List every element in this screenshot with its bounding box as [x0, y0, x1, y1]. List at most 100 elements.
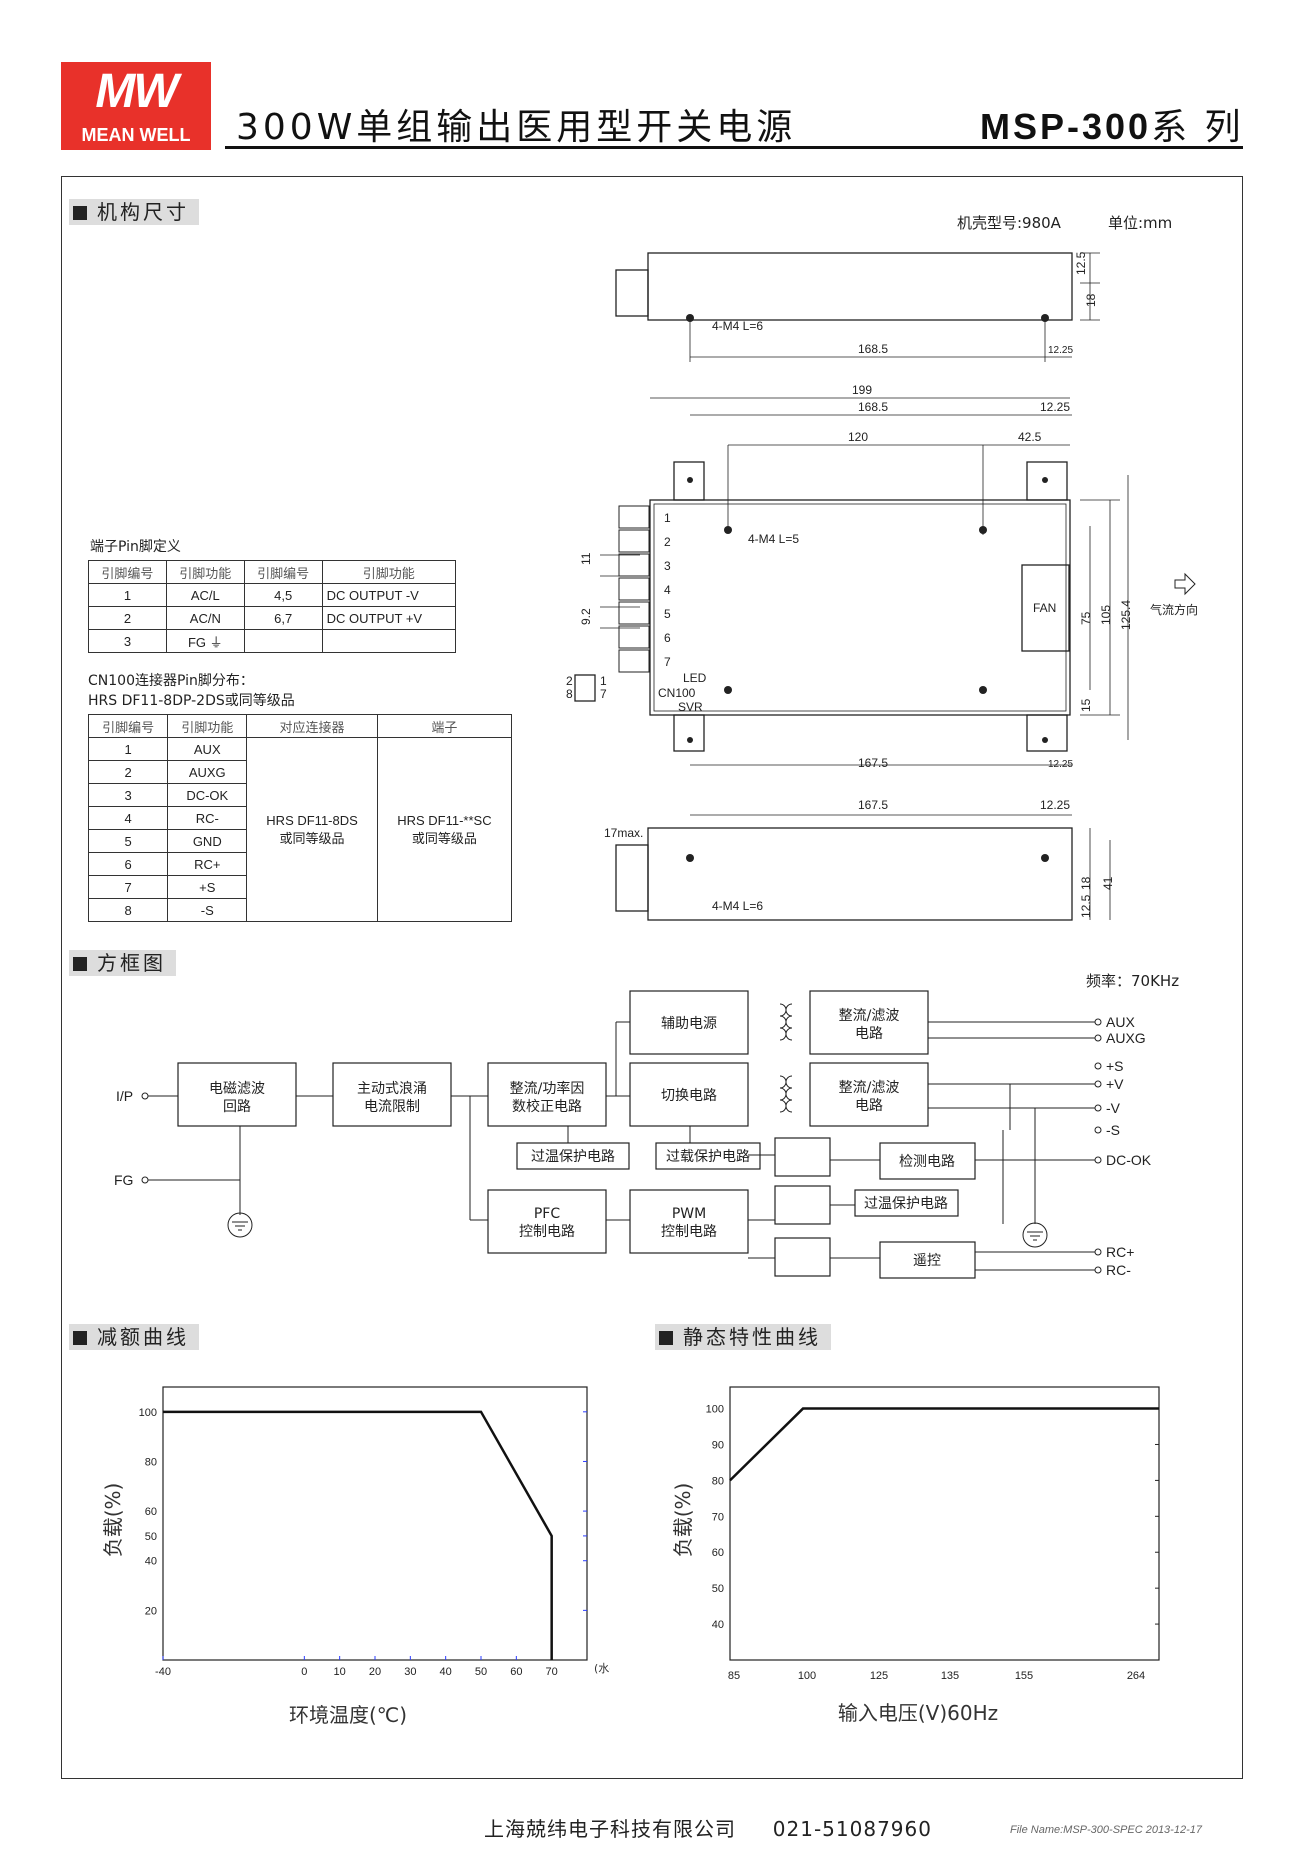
rect-filter-b-block [809, 1062, 929, 1127]
auxg-label: AUXG [1106, 1030, 1146, 1046]
derating-y-tick: 80 [145, 1456, 157, 1468]
rect-b-label-1: 整流/滤波 [839, 1080, 900, 1096]
logo-text: MEAN WELL [81, 125, 191, 145]
dim-18a: 18 [1084, 293, 1098, 307]
static-x-tick: 125 [870, 1670, 888, 1682]
dim-9-2: 9.2 [579, 608, 593, 625]
optocoupler-2 [774, 1185, 831, 1225]
footer-company: 上海兢纬电子科技有限公司 021-51087960 [484, 1817, 932, 1841]
derating-x-tick: 70 [546, 1666, 558, 1678]
emi-filter-block [177, 1062, 297, 1127]
dim-120: 120 [848, 430, 868, 444]
document-title: 300W单组输出医用型开关电源 [236, 107, 797, 148]
derating-y-tick: 20 [145, 1605, 157, 1617]
otp2-block [854, 1189, 959, 1217]
x-extra-label: (水平) [594, 1662, 610, 1675]
dim-12-25a: 12.25 [1048, 345, 1073, 356]
terminal-7: 7 [664, 655, 671, 669]
series-title: MSP-300系 列 [980, 98, 1244, 150]
derating-y-tick: 100 [139, 1407, 157, 1419]
static-y-tick: 40 [712, 1619, 724, 1631]
aux-ps-label: 辅助电源 [661, 1016, 717, 1032]
static-y-tick: 50 [712, 1583, 724, 1595]
static-x-tick: 100 [798, 1670, 816, 1682]
ip-label: I/P [116, 1088, 133, 1104]
cn-pin-1: 1 [600, 674, 607, 688]
derating-plot-area [162, 1386, 588, 1661]
dim-m4-mid: 4-M4 L=5 [748, 532, 799, 546]
mechanical-drawing: 12.5 18 4-M4 L=6 168.5 12.25 199 168.5 1… [566, 251, 1198, 921]
dc-ok-label: DC-OK [1106, 1152, 1152, 1168]
dim-199: 199 [852, 383, 872, 397]
static-y-tick: 70 [712, 1511, 724, 1523]
pfc-rectifier-block [487, 1062, 607, 1127]
dim-17max: 17max. [604, 826, 643, 840]
static-y-axis-label: 负载(%) [671, 1483, 695, 1558]
cn100-connector [574, 674, 596, 702]
cn-pin-2: 2 [566, 674, 573, 688]
content-frame [61, 176, 1243, 1779]
mean-well-logo: MW MEAN WELL [61, 62, 211, 150]
derating-x-tick: 60 [510, 1666, 522, 1678]
frequency-label: 频率：70KHz [1086, 972, 1180, 990]
dim-105: 105 [1099, 605, 1113, 625]
rect-b-label-2: 电路 [855, 1098, 883, 1114]
led-label: LED [683, 671, 707, 685]
dim-167-5a: 167.5 [858, 756, 888, 770]
derating-x-axis-label: 环境温度(℃) [289, 1703, 407, 1727]
minus-s-label: -S [1106, 1122, 1120, 1138]
series-model: MSP-300 [980, 106, 1152, 147]
header-rule [225, 146, 1243, 149]
cn100-label: CN100 [658, 686, 696, 700]
cn-pin-8: 8 [566, 687, 573, 701]
dim-125-4: 125.4 [1119, 600, 1133, 630]
static-y-tick: 100 [706, 1404, 724, 1416]
otp2-label: 过温保护电路 [864, 1196, 948, 1212]
section-mechanical: 机构尺寸 [69, 199, 199, 225]
emi-label-1: 电磁滤波 [209, 1081, 265, 1097]
optocoupler-1 [774, 1137, 831, 1177]
terminal-5: 5 [664, 607, 671, 621]
fg-label: FG [114, 1172, 133, 1188]
detect-label: 检测电路 [899, 1154, 955, 1170]
remote-label: 遥控 [913, 1253, 941, 1269]
airflow-label: 气流方向 [1150, 602, 1198, 617]
static-x-tick: 85 [728, 1670, 740, 1682]
block-diagram: 电磁滤波 回路 主动式浪涌 电流限制 整流/功率因 数校正电路 辅助电源 切换电… [114, 990, 1152, 1279]
terminal-3: 3 [664, 559, 671, 573]
section-mechanical-label: 机构尺寸 [97, 200, 189, 224]
rect-a-label-1: 整流/滤波 [839, 1008, 900, 1024]
section-static: 静态特性曲线 [655, 1324, 831, 1350]
cn100-table-title-2: HRS DF11-8DP-2DS或同等级品 [88, 693, 295, 709]
pfc-label-1: PFC [534, 1206, 560, 1222]
dim-12-5a: 12.5 [1074, 251, 1088, 275]
derating-x-tick: 20 [369, 1666, 381, 1678]
static-x-tick: 135 [941, 1670, 959, 1682]
derating-x-tick: 30 [404, 1666, 416, 1678]
pwm-label-1: PWM [672, 1206, 706, 1222]
section-block-label: 方框图 [97, 951, 166, 975]
derating-x-tick: 40 [440, 1666, 452, 1678]
fan-box [1021, 564, 1070, 652]
derating-series-line [163, 1410, 553, 1660]
dim-12-5b: 12.5 [1079, 894, 1093, 918]
section-static-label: 静态特性曲线 [683, 1325, 821, 1349]
fan-label: FAN [1033, 601, 1056, 615]
static-series-line [729, 1407, 1159, 1482]
inrush-block [332, 1062, 452, 1127]
dim-12-25d: 12.25 [1040, 798, 1070, 812]
derating-y-axis-label: 负载(%) [101, 1483, 125, 1558]
svr-label: SVR [678, 700, 703, 714]
terminal-4: 4 [664, 583, 671, 597]
plus-v-label: +V [1106, 1076, 1124, 1092]
